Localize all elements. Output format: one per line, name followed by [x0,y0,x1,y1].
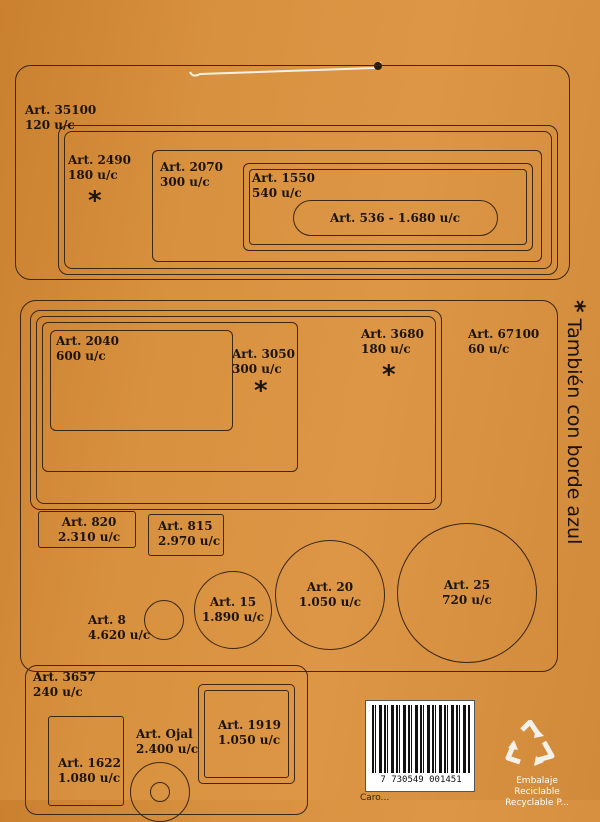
asterisk-icon: * [88,186,102,216]
barcode-number: 7 730549 001451 [380,775,462,785]
recycle-caption: Embalaje Reciclable Recyclable P... [505,776,569,808]
barcode-bars [372,705,470,773]
asterisk-icon: * [562,300,590,313]
frame-art-2490 [58,125,558,275]
frame-art-1919-inner [204,690,289,778]
hanging-slot [189,61,382,77]
frame-art-820 [38,511,136,548]
bottom-text: Caro... [360,793,390,803]
frame-art-536 [293,200,498,236]
frame-art-35100 [15,65,570,280]
frame-art-2490-inner [64,131,552,269]
frame-art-2040 [50,330,233,431]
frame-art-3680-inner [36,316,436,504]
label-art-536: Art. 536 - 1.680 u/c [330,211,461,225]
circle-art-8 [144,600,184,640]
asterisk-icon: * [382,360,396,390]
frame-art-3050 [42,322,298,472]
frame-art-1919 [198,684,295,784]
frame-art-1550-inner [249,169,527,245]
frame-art-1550 [243,163,533,251]
side-note-text: También con borde azul [563,318,585,545]
asterisk-icon: * [254,376,268,406]
frame-art-815 [148,514,224,556]
side-note: * También con borde azul [562,300,600,590]
frame-art-67100 [20,300,558,672]
barcode: 7 730549 001451 [365,700,475,792]
circle-art-ojal-hole [150,782,170,802]
frame-art-2070 [152,150,542,262]
frame-art-3680 [30,310,442,510]
recycle-icon [505,720,555,766]
